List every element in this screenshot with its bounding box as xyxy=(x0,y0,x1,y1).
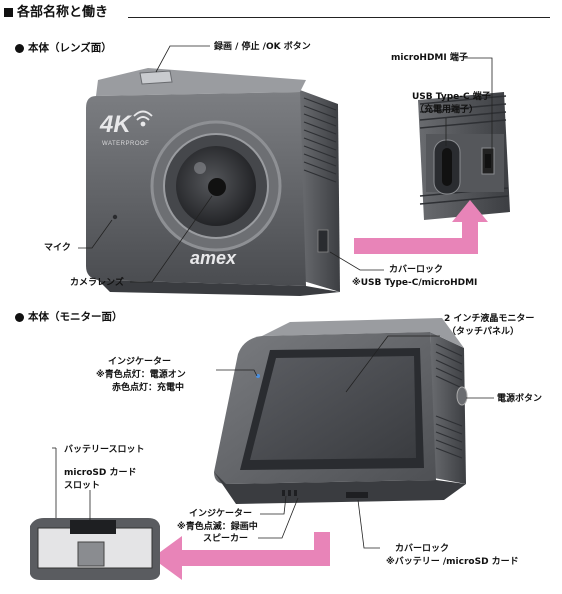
camera-4k-print: 4K xyxy=(99,111,132,138)
flow-arrow-icon xyxy=(354,200,488,254)
label-speaker: スピーカー xyxy=(203,534,249,544)
front-camera-illustration xyxy=(86,68,340,296)
label-micro-hdmi: microHDMI 端子 xyxy=(391,53,468,63)
header-rule xyxy=(128,17,550,18)
label-indicator: インジケーター xyxy=(108,357,172,367)
section-title-back: 本体（モニター面） xyxy=(28,311,123,323)
label-indicator-2: インジケーター xyxy=(189,509,253,519)
label-mic: マイク xyxy=(44,243,71,253)
section-bullet-icon xyxy=(15,44,24,53)
label-indicator-2-note: ※青色点滅：録画中 xyxy=(177,522,258,532)
battery-slot-closeup xyxy=(30,518,160,580)
label-microsd: microSD カード xyxy=(64,468,137,478)
label-indicator-note2: 赤色点灯：充電中 xyxy=(112,383,185,393)
header-square-icon xyxy=(4,8,13,17)
section-bullet-icon xyxy=(15,313,24,322)
label-cover-lock-2-note: ※バッテリー /microSD カード xyxy=(386,557,519,567)
label-battery-slot: バッテリースロット xyxy=(64,445,145,455)
label-indicator-note1: ※青色点灯：電源オン xyxy=(96,370,186,380)
label-cover-lock: カバーロック xyxy=(389,265,444,275)
label-monitor-note: （タッチパネル） xyxy=(447,327,520,337)
label-usb-c-note: （充電用端子） xyxy=(415,105,479,115)
label-lens: カメラレンズ xyxy=(70,278,124,288)
wifi-icon xyxy=(133,110,153,127)
back-camera-illustration xyxy=(214,318,468,504)
section-title-front: 本体（レンズ面） xyxy=(28,42,112,54)
page-title: 各部名称と働き xyxy=(17,5,109,20)
label-microsd-slot: スロット xyxy=(64,481,101,491)
label-power-button: 電源ボタン xyxy=(497,394,543,404)
label-monitor: 2 インチ液晶モニター xyxy=(444,314,535,324)
flow-arrow-icon xyxy=(152,532,330,580)
camera-waterproof-print: WATERPROOF xyxy=(102,141,149,147)
label-cover-lock-2: カバーロック xyxy=(395,544,450,554)
camera-brand-print: amex xyxy=(190,248,237,268)
label-cover-lock-note: ※USB Type-C/microHDMI xyxy=(352,278,478,288)
label-usb-c: USB Type-C 端子 xyxy=(412,92,491,102)
port-closeup xyxy=(418,92,510,220)
label-record-button: 録画 / 停止 /OK ボタン xyxy=(214,42,311,52)
